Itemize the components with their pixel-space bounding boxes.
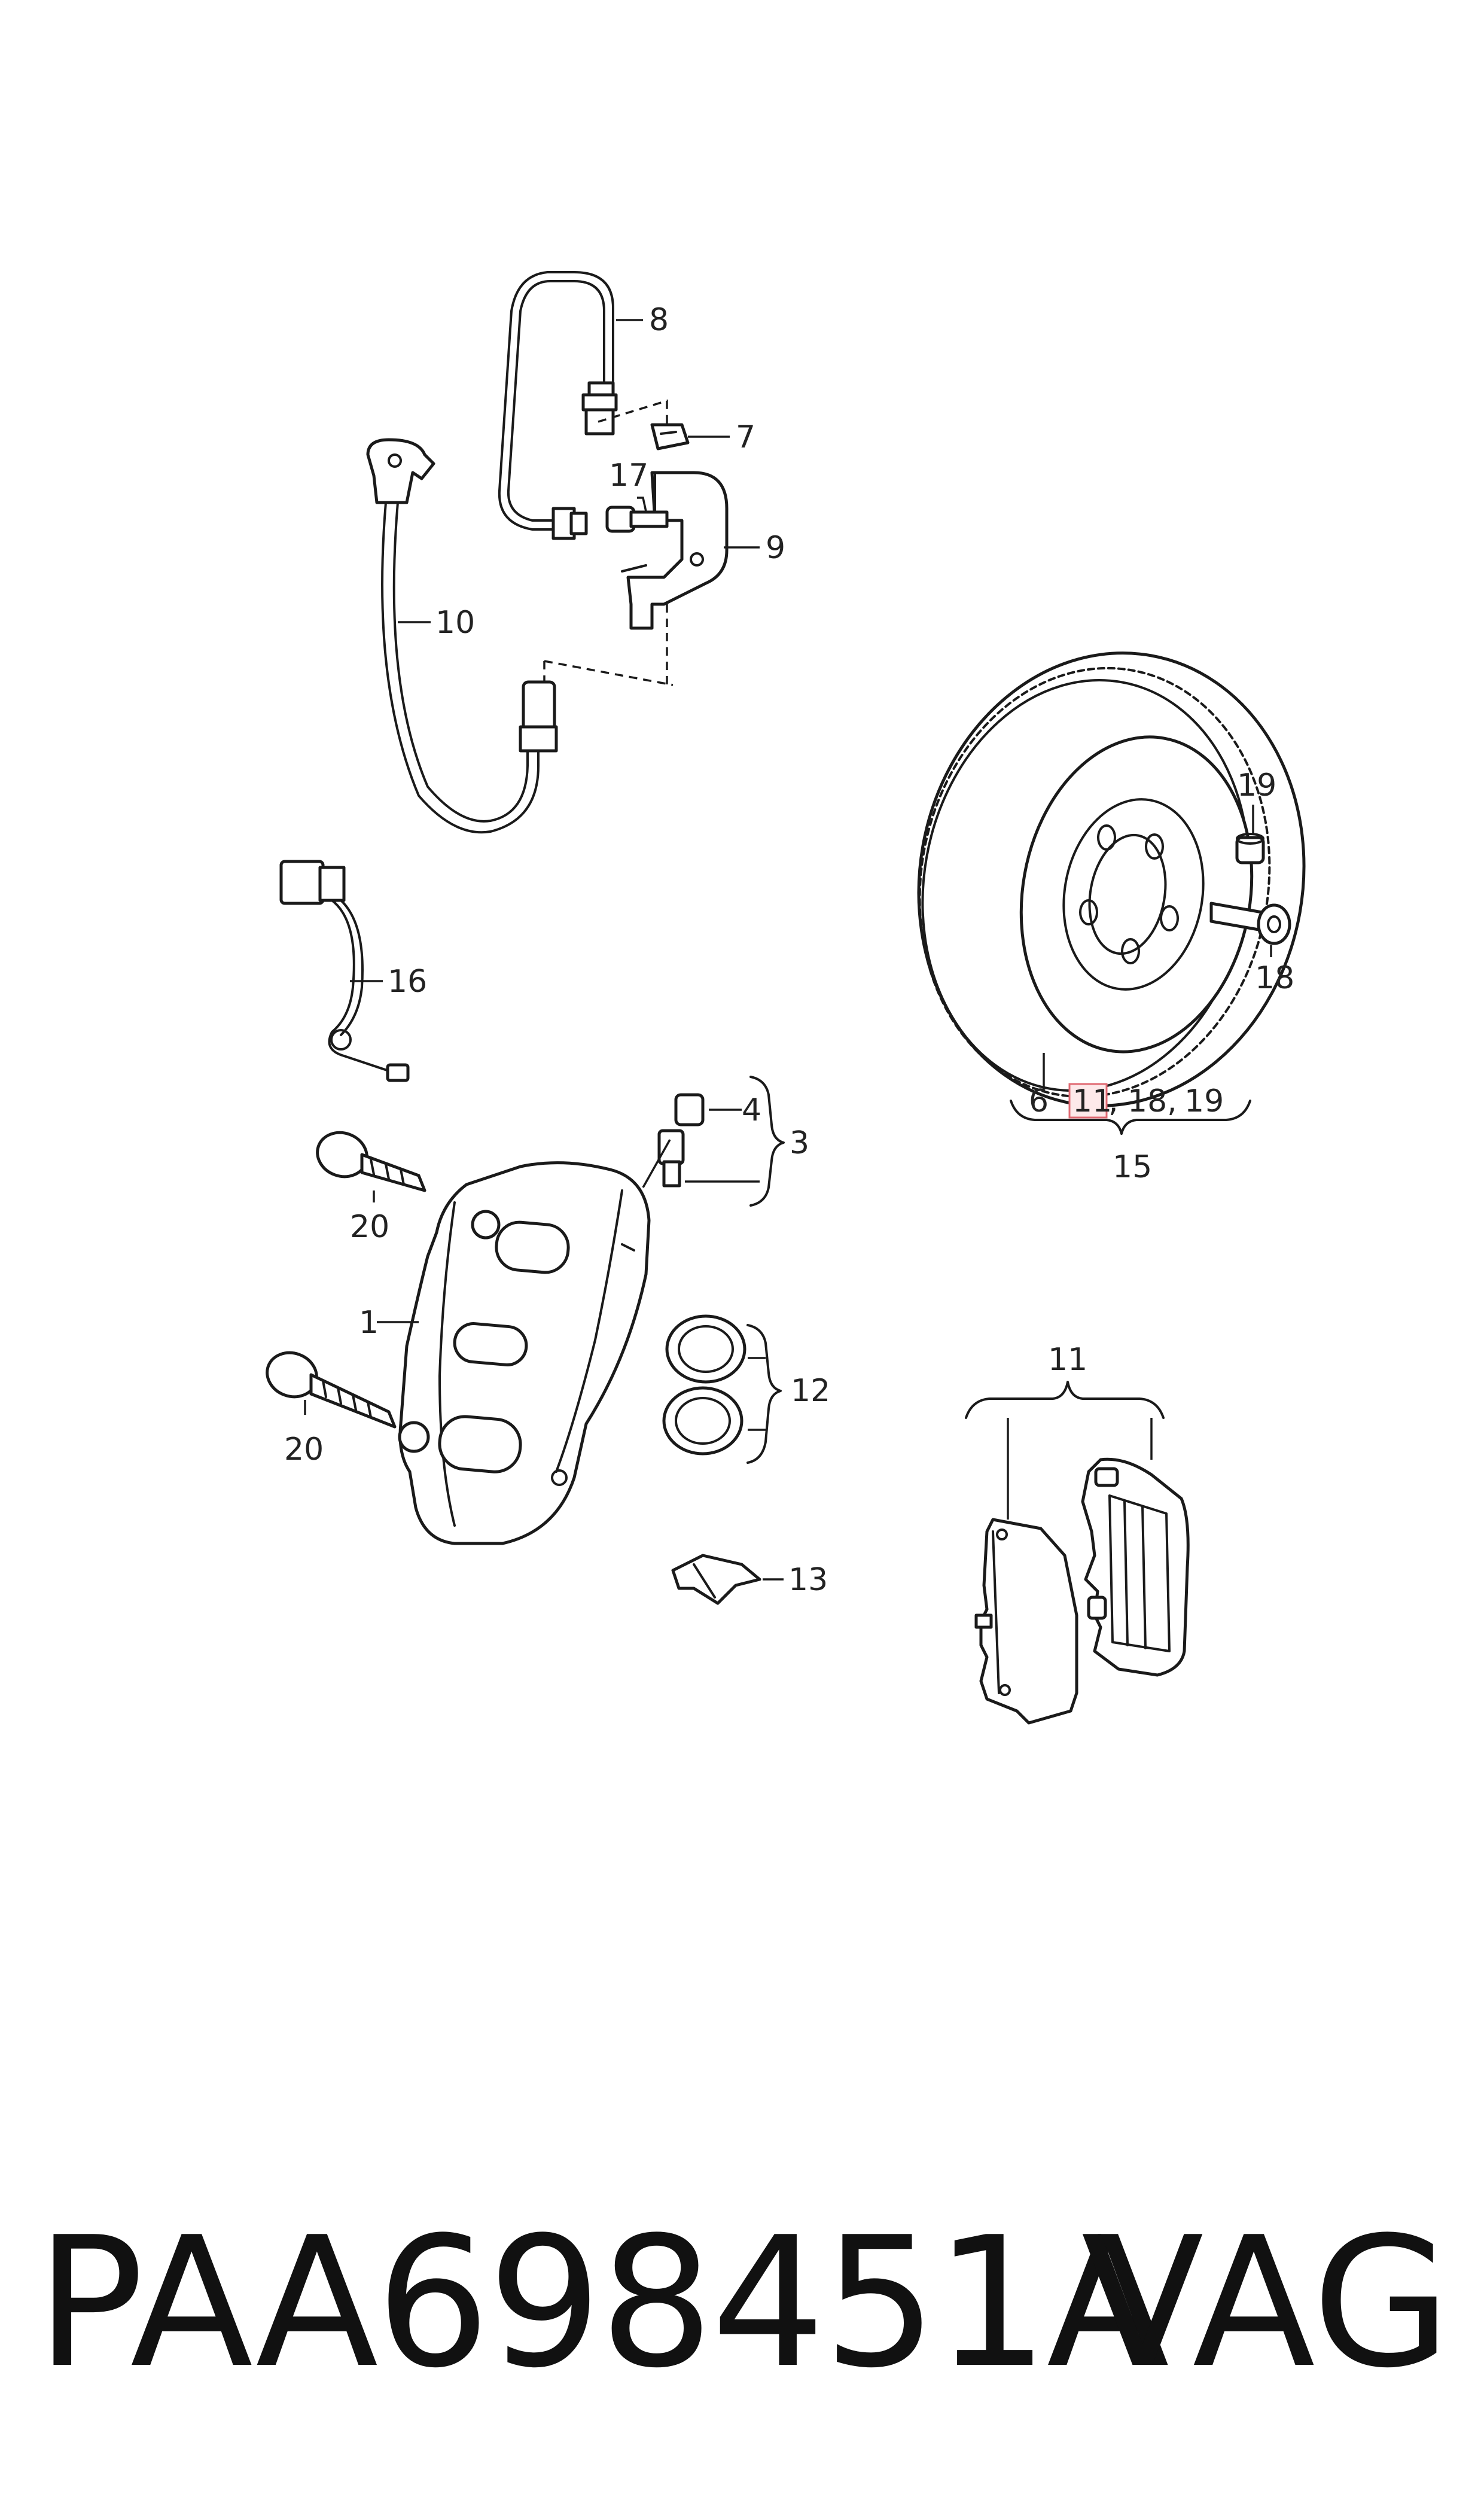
caliper-bolt-20-top: [316, 1131, 426, 1192]
brake-disc-6: [917, 651, 1306, 1107]
leader-lines: [304, 319, 1272, 1581]
label-13: 13: [788, 1562, 828, 1598]
label-11-highlighted: 11: [1072, 1083, 1112, 1119]
footer: PAA698451A VAG: [0, 2213, 1484, 2465]
label-10: 10: [435, 605, 475, 641]
label-11: 11: [1048, 1342, 1087, 1378]
highlight-box-11: [1068, 1083, 1108, 1119]
label-3: 3: [790, 1125, 809, 1161]
seal-rings-12: [662, 1314, 746, 1456]
label-6: 6: [1029, 1083, 1049, 1119]
brake-caliper-1: [398, 1161, 651, 1545]
spring-clip-13: [671, 1554, 761, 1605]
label-16: 16: [388, 964, 427, 1000]
label-17: 17: [609, 458, 648, 494]
label-12: 12: [791, 1373, 830, 1409]
brake-pads-11: [974, 1457, 1190, 1725]
label-19-kit: 19: [1184, 1083, 1224, 1119]
brace-3: [749, 1076, 785, 1207]
brand-name: VAG: [1081, 2199, 1451, 2407]
label-8: 8: [649, 302, 669, 338]
label-1: 1: [359, 1305, 379, 1341]
label-20-top: 20: [350, 1209, 389, 1245]
clip-7: [650, 423, 690, 450]
label-15: 15: [1113, 1149, 1152, 1185]
brace-11: [965, 1381, 1165, 1419]
label-18: 18: [1255, 960, 1294, 996]
part-labels: 8 7 17 9 10 16 19 18 4 3 6 11 , 18, 19 1…: [284, 302, 1294, 1598]
wear-sensor-16: [279, 860, 410, 1082]
brake-hose-10: [366, 438, 558, 834]
bolt-17: [605, 506, 669, 533]
bleeder-screw-3: [657, 1129, 685, 1188]
label-18-kit: 18,: [1128, 1083, 1177, 1119]
kit-separator: ,: [1108, 1083, 1119, 1119]
label-19: 19: [1237, 768, 1276, 803]
disc-bolt-18: [1209, 902, 1291, 945]
label-20-bottom: 20: [284, 1432, 324, 1467]
brake-bracket-9: [621, 471, 729, 630]
brake-line-8: [498, 271, 618, 540]
label-9: 9: [766, 530, 785, 566]
brace-12: [746, 1324, 782, 1464]
cap-19: [1235, 833, 1265, 864]
brace-15: [1010, 1100, 1251, 1135]
label-7: 7: [736, 419, 755, 455]
caliper-bolt-20-bottom: [266, 1351, 397, 1429]
bleeder-cap-4: [674, 1093, 705, 1126]
part-number: PAA698451A: [36, 2199, 1169, 2407]
label-4: 4: [742, 1092, 761, 1128]
